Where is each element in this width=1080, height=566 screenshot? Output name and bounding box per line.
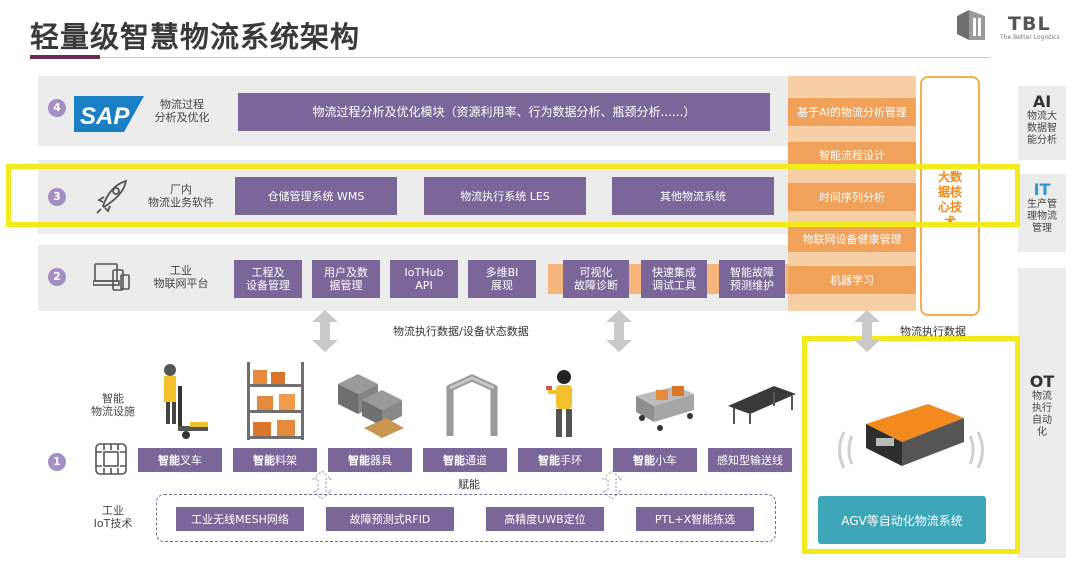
device-cart-bold: 智能: [633, 452, 655, 468]
highlight-layer-3: [6, 164, 1020, 227]
device-container-text: 器具: [370, 452, 392, 468]
iot-mesh-box: 工业无线MESH网络: [176, 507, 304, 531]
side-it-desc: 生产管 理物流 管理: [1018, 199, 1066, 235]
iot-uwb-box: 高精度UWB定位: [486, 507, 604, 531]
layer-2-number: 2: [48, 268, 66, 286]
layer-2-label: 工业 物联网平台: [140, 264, 222, 290]
worker-wristband-icon: [544, 368, 584, 446]
circuit-icon: [92, 440, 130, 478]
iothub-api-box: IoTHub API: [390, 260, 458, 298]
device-forklift-text: 叉车: [180, 452, 202, 468]
side-ot: OT 物流 执行 自动 化: [1018, 268, 1066, 558]
device-wristband-bold: 智能: [538, 452, 560, 468]
agv-system-box: AGV等自动化物流系统: [818, 496, 986, 544]
device-forklift: 智能叉车: [138, 448, 222, 472]
engineering-device-mgmt-box: 工程及 设备管理: [234, 260, 302, 298]
device-forklift-bold: 智能: [158, 452, 180, 468]
side-ai-desc: 物流大 数据智 能分析: [1018, 111, 1066, 147]
side-ai-title: AI: [1018, 92, 1066, 111]
conveyor-icon: [724, 380, 798, 430]
layer-4-number: 4: [48, 99, 66, 117]
forklift-icon: [148, 362, 218, 446]
device-wristband: 智能手环: [518, 448, 602, 472]
side-ot-title: OT: [1018, 372, 1066, 391]
side-it-title: IT: [1018, 180, 1066, 199]
predictive-maintenance-box: 智能故障 预测维护: [719, 260, 785, 298]
iot-label: 工业 IoT技术: [80, 504, 146, 530]
tbl-logo-icon: [955, 8, 993, 42]
device-gate-bold: 智能: [443, 452, 465, 468]
title-underline: [30, 55, 100, 59]
device-cart: 智能小车: [613, 448, 697, 472]
double-arrow-mid-icon: [606, 310, 632, 356]
visual-diagnosis-box: 可视化 故障诊断: [563, 260, 629, 298]
flow-label-left: 物流执行数据/设备状态数据: [393, 323, 529, 339]
shelf-icon: [243, 358, 309, 446]
cart-icon: [632, 376, 698, 438]
layer-4-analysis-module: 物流过程分析及优化模块（资源利用率、行为数据分析、瓶颈分析......）: [238, 93, 770, 131]
devices-icon: [93, 261, 131, 295]
device-container-bold: 智能: [348, 452, 370, 468]
device-shelf-bold: 智能: [253, 452, 275, 468]
gate-icon: [444, 374, 500, 442]
iot-rfid-box: 故障预测式RFID: [326, 507, 454, 531]
facility-label: 智能 物流设施: [78, 392, 148, 418]
device-shelf-text: 料架: [275, 452, 297, 468]
machine-learning-box: 机器学习: [788, 266, 916, 294]
multidim-bi-box: 多维BI 展现: [468, 260, 536, 298]
logo-subtitle: The Better Logistics: [1000, 34, 1060, 41]
agv-robot-icon: [836, 380, 986, 490]
device-gate-text: 通道: [465, 452, 487, 468]
flow-label-right: 物流执行数据: [900, 323, 966, 339]
page-title: 轻量级智慧物流系统架构: [30, 14, 360, 56]
double-arrow-left-icon: [312, 310, 338, 356]
user-data-mgmt-box: 用户及数 据管理: [312, 260, 380, 298]
iot-health-box: 物联网设备健康管理: [788, 226, 916, 252]
device-gate: 智能通道: [423, 448, 507, 472]
device-wristband-text: 手环: [560, 452, 582, 468]
side-it: IT 生产管 理物流 管理: [1018, 174, 1066, 252]
device-shelf: 智能料架: [233, 448, 317, 472]
container-pallet-icon: [334, 370, 406, 444]
device-conveyor: 感知型输送线: [708, 448, 792, 472]
logo-text: TBL: [1008, 13, 1051, 35]
iot-ptl-box: PTL+X智能拣选: [636, 507, 754, 531]
ai-analysis-box: 基于AI的物流分析管理: [788, 98, 916, 126]
side-ai: AI 物流大 数据智 能分析: [1018, 86, 1066, 160]
device-conveyor-text: 感知型输送线: [717, 452, 783, 468]
layer-4-label: 物流过程 分析及优化: [148, 98, 216, 124]
device-cart-text: 小车: [655, 452, 677, 468]
device-container: 智能器具: [328, 448, 412, 472]
sap-logo-icon: SAP: [74, 94, 150, 134]
empower-label: 赋能: [458, 476, 480, 492]
side-ot-desc: 物流 执行 自动 化: [1018, 391, 1066, 439]
double-arrow-right-icon: [854, 310, 880, 356]
sap-logo-text: SAP: [80, 103, 130, 130]
title-divider: [100, 57, 990, 58]
quick-integration-box: 快速集成 调试工具: [641, 260, 707, 298]
layer-1-number: 1: [48, 453, 66, 471]
